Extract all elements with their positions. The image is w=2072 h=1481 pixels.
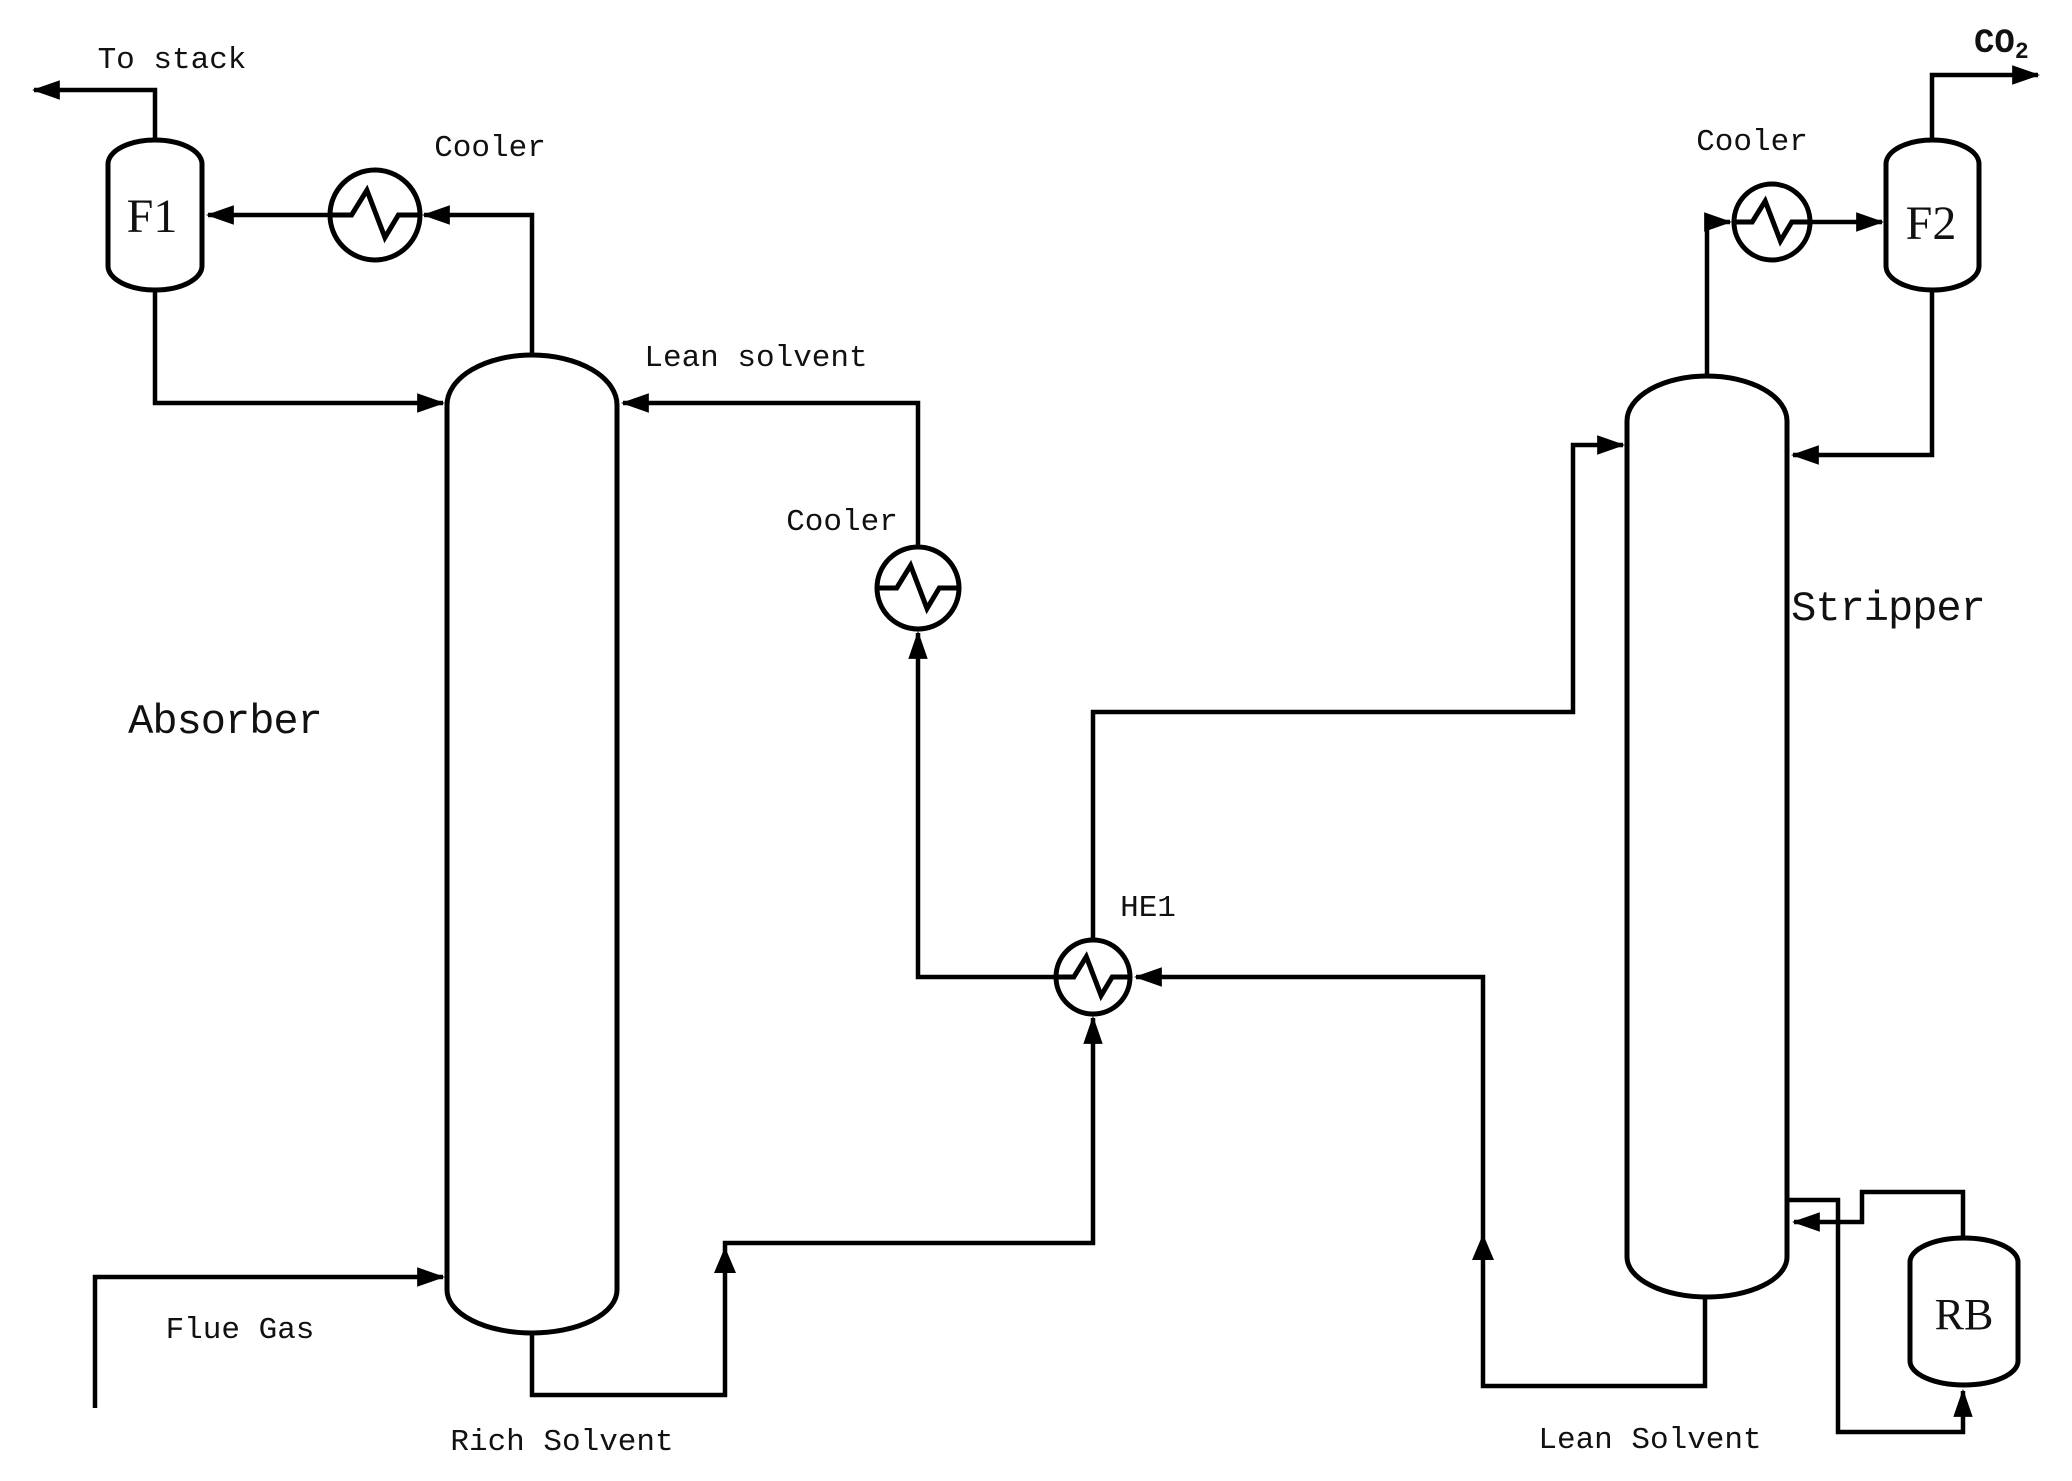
stripper-column <box>1624 373 1790 1300</box>
label-flue-gas: Flue Gas <box>166 1313 315 1348</box>
stream-reboiler-return <box>1791 1189 1966 1240</box>
label-lean-solvent-bottom: Lean Solvent <box>1538 1423 1761 1458</box>
stream-flue-gas <box>92 1267 446 1408</box>
stream-f2-reflux <box>1790 290 1935 465</box>
stream-stripper-to-reboiler <box>1787 1197 1973 1435</box>
stream-co2-product <box>1929 65 2041 142</box>
flow-arrow-up-rich <box>714 1247 736 1273</box>
label-he1: HE1 <box>1120 891 1176 926</box>
label-cooler-middle: Cooler <box>786 505 898 540</box>
label-rich-solvent: Rich Solvent <box>450 1425 673 1460</box>
label-stripper: Stripper <box>1791 585 1985 633</box>
he1-exchanger-icon <box>1053 937 1133 1017</box>
stream-rich-to-stripper <box>1090 435 1626 938</box>
cooler-top-right-icon <box>1731 181 1813 263</box>
label-lean-solvent-top: Lean solvent <box>644 341 867 376</box>
flash-drum-f2 <box>1883 137 1982 293</box>
label-co2: CO2 <box>1974 25 2029 65</box>
cooler-middle-icon <box>874 544 962 632</box>
stream-f1-liquid-return <box>152 290 446 413</box>
label-f2: F2 <box>1906 197 1957 250</box>
stream-lean-from-stripper <box>1133 967 1708 1389</box>
stream-rich-solvent <box>529 1015 1103 1398</box>
label-cooler-top-left: Cooler <box>434 131 546 166</box>
stream-absorber-overhead <box>421 205 535 357</box>
flash-drum-f1 <box>105 137 205 293</box>
reboiler-rb <box>1907 1235 2021 1388</box>
stream-he1-to-cooler <box>908 630 1056 980</box>
cooler-top-left-icon <box>327 167 423 263</box>
stream-stripper-overhead <box>1704 212 1733 378</box>
label-absorber: Absorber <box>128 698 322 746</box>
stream-lean-solvent-feed <box>620 393 921 549</box>
stream-to-stack <box>31 80 158 142</box>
label-cooler-top-right: Cooler <box>1696 125 1808 160</box>
absorber-column <box>444 352 620 1336</box>
label-to-stack: To stack <box>98 43 247 78</box>
flow-arrow-up-lean <box>1472 1234 1494 1260</box>
label-f1: F1 <box>127 190 178 243</box>
label-rb: RB <box>1935 1290 1994 1339</box>
